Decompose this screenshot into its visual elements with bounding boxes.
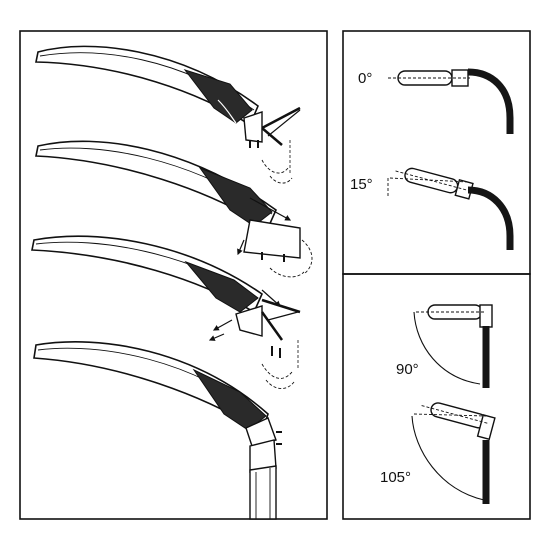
angle-label-90: 90° — [396, 361, 419, 378]
pole-top — [467, 68, 514, 134]
angle-label-0: 0° — [358, 70, 372, 87]
angle-label-15: 15° — [350, 176, 373, 193]
fixture-step-3 — [31, 235, 301, 389]
fixture-step-4 — [33, 341, 282, 520]
tilt-0-figure — [388, 68, 514, 134]
pole-top — [467, 186, 514, 250]
tilt-15-figure — [387, 167, 514, 250]
pipe-cap — [243, 219, 301, 259]
angle-label-105: 105° — [380, 469, 411, 486]
left-panel-frame — [19, 30, 328, 520]
bottom-right-panel-frame — [342, 273, 531, 520]
mounting-bracket — [261, 106, 301, 130]
pole — [249, 465, 277, 520]
tilt-105-figure — [411, 402, 496, 504]
fixture-step-2 — [35, 140, 313, 278]
fixture-step-1 — [35, 45, 301, 184]
tilt-90-figure — [413, 304, 493, 388]
top-right-panel-frame — [342, 30, 531, 275]
